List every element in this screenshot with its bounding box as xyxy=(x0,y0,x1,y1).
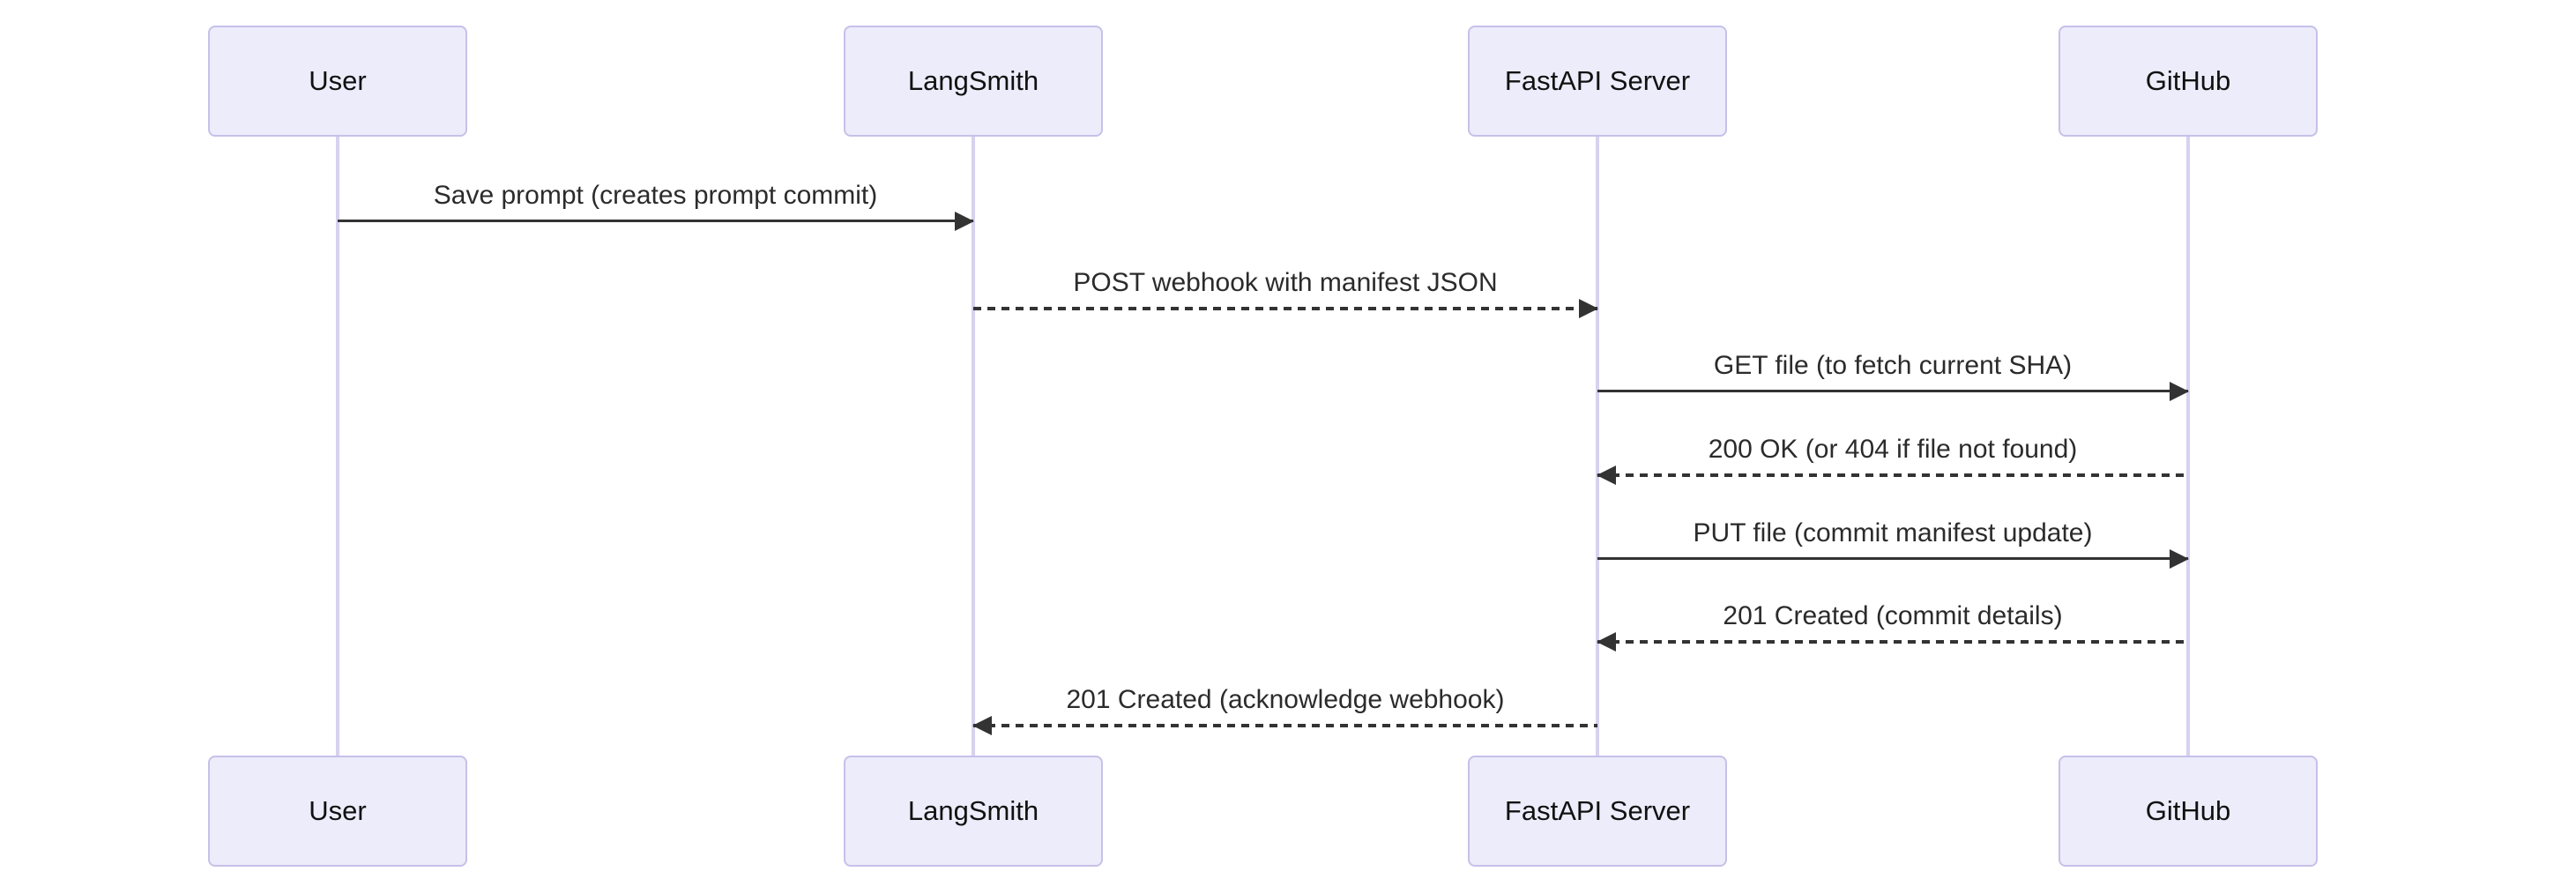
actor-label: GitHub xyxy=(2145,65,2231,96)
message-label: Save prompt (creates prompt commit) xyxy=(433,181,878,210)
lifeline-langsmith xyxy=(972,137,975,756)
message-line xyxy=(1597,390,2188,392)
actor-top-fastapi: FastAPI Server xyxy=(1468,26,1727,137)
arrowhead-right-icon xyxy=(1579,299,1598,318)
actor-label: User xyxy=(309,65,367,96)
actor-label: GitHub xyxy=(2145,795,2231,826)
arrowhead-left-icon xyxy=(1597,632,1616,652)
message-line xyxy=(338,220,973,222)
message-line xyxy=(973,307,1597,310)
actor-label: LangSmith xyxy=(907,795,1039,826)
message-label: 201 Created (commit details) xyxy=(1723,601,2063,630)
actor-label: User xyxy=(309,795,367,826)
message-label: 201 Created (acknowledge webhook) xyxy=(1066,685,1505,714)
arrowhead-right-icon xyxy=(2170,382,2189,401)
message-line xyxy=(1597,473,2188,477)
actor-label: FastAPI Server xyxy=(1504,65,1691,96)
message-line xyxy=(973,724,1597,727)
arrowhead-left-icon xyxy=(1597,466,1616,485)
message-line xyxy=(1597,640,2188,644)
message-label: GET file (to fetch current SHA) xyxy=(1713,351,2073,380)
message-save-prompt: Save prompt (creates prompt commit) xyxy=(338,181,974,231)
actor-bottom-fastapi: FastAPI Server xyxy=(1468,756,1727,867)
message-201-ack-webhook: 201 Created (acknowledge webhook) xyxy=(972,685,1597,735)
actor-top-github: GitHub xyxy=(2059,26,2318,137)
message-get-file: GET file (to fetch current SHA) xyxy=(1597,351,2189,401)
lifeline-user xyxy=(336,137,339,756)
actor-label: LangSmith xyxy=(907,65,1039,96)
actor-bottom-user: User xyxy=(208,756,467,867)
actor-bottom-langsmith: LangSmith xyxy=(844,756,1103,867)
lifeline-github xyxy=(2186,137,2190,756)
message-label: 200 OK (or 404 if file not found) xyxy=(1708,435,2078,464)
message-label: PUT file (commit manifest update) xyxy=(1693,518,2093,548)
message-post-webhook: POST webhook with manifest JSON xyxy=(973,268,1598,318)
actor-top-langsmith: LangSmith xyxy=(844,26,1103,137)
arrowhead-left-icon xyxy=(972,716,992,735)
message-201-commit-details: 201 Created (commit details) xyxy=(1597,601,2188,652)
message-put-file: PUT file (commit manifest update) xyxy=(1597,518,2189,569)
arrowhead-right-icon xyxy=(955,212,974,231)
message-label: POST webhook with manifest JSON xyxy=(1073,268,1498,297)
message-line xyxy=(1597,557,2188,560)
lifeline-fastapi xyxy=(1596,137,1599,756)
message-200-ok: 200 OK (or 404 if file not found) xyxy=(1597,435,2188,485)
actor-top-user: User xyxy=(208,26,467,137)
actor-bottom-github: GitHub xyxy=(2059,756,2318,867)
actor-label: FastAPI Server xyxy=(1504,795,1691,826)
arrowhead-right-icon xyxy=(2170,549,2189,569)
